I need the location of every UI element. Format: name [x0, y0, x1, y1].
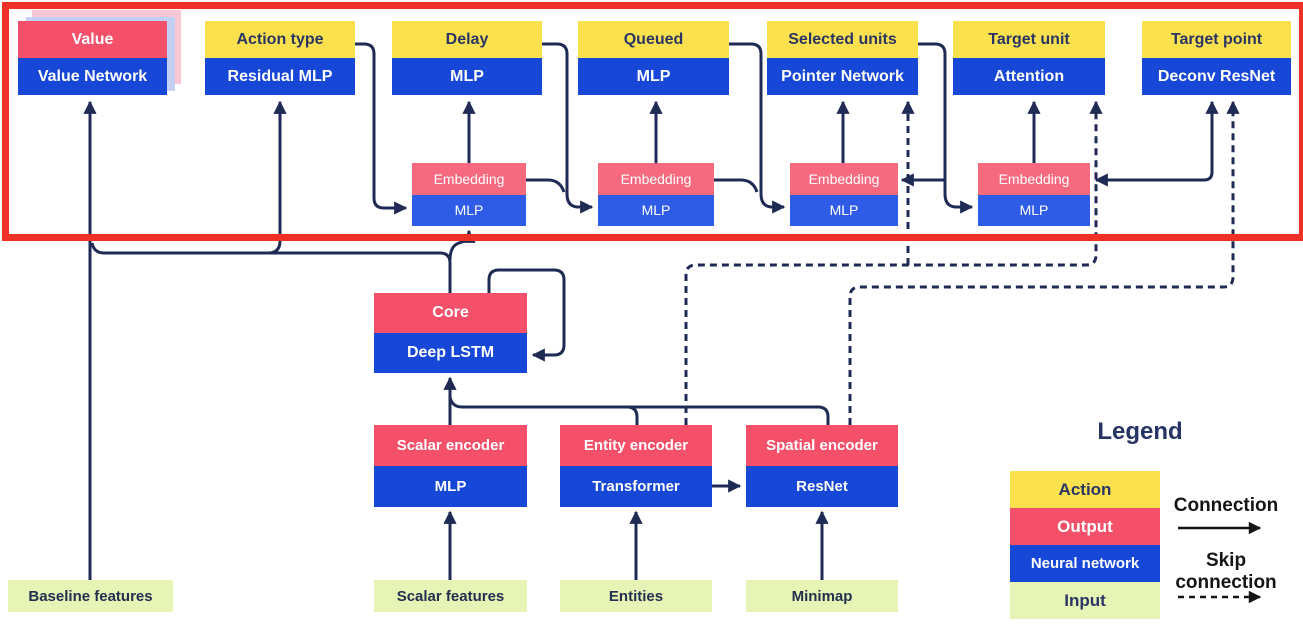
delay-label: Delay: [392, 21, 542, 58]
action-type-label: Action type: [205, 21, 355, 58]
scalar-encoder-label: Scalar encoder: [374, 425, 527, 466]
target-point-label: Target point: [1142, 21, 1291, 58]
queued-network-label: MLP: [578, 58, 729, 95]
queued-label: Queued: [578, 21, 729, 58]
legend-swatch-input: Input: [1010, 582, 1160, 619]
target-point-network-label: Deconv ResNet: [1142, 58, 1291, 95]
transformer-label: Transformer: [560, 466, 712, 507]
value-network-label: Value Network: [18, 58, 167, 95]
block-target-point: Target point Deconv ResNet: [1142, 21, 1291, 95]
action-type-network-label: Residual MLP: [205, 58, 355, 95]
target-unit-network-label: Attention: [953, 58, 1105, 95]
legend-swatch-neural-network: Neural network: [1010, 545, 1160, 582]
block-embedding-2: Embedding MLP: [598, 163, 714, 226]
embedding-2-label: Embedding: [598, 163, 714, 195]
delay-network-label: MLP: [392, 58, 542, 95]
block-queued: Queued MLP: [578, 21, 729, 95]
embedding-1-label: Embedding: [412, 163, 526, 195]
entity-encoder-label: Entity encoder: [560, 425, 712, 466]
core-label: Core: [374, 293, 527, 333]
input-minimap: Minimap: [746, 580, 898, 612]
block-selected-units: Selected units Pointer Network: [767, 21, 918, 95]
embedding-2-mlp-label: MLP: [598, 194, 714, 226]
block-value: Value Value Network: [18, 21, 167, 95]
input-entities: Entities: [560, 580, 712, 612]
block-core: Core Deep LSTM: [374, 293, 527, 373]
embedding-1-mlp-label: MLP: [412, 194, 526, 226]
block-embedding-1: Embedding MLP: [412, 163, 526, 226]
block-target-unit: Target unit Attention: [953, 21, 1105, 95]
legend-skip-connection-label: Skip connection: [1175, 550, 1277, 593]
scalar-encoder-mlp-label: MLP: [374, 466, 527, 507]
block-entity-encoder: Entity encoder Transformer: [560, 425, 712, 507]
target-unit-label: Target unit: [953, 21, 1105, 58]
embedding-3-mlp-label: MLP: [790, 194, 898, 226]
legend-title: Legend: [1097, 418, 1183, 445]
selected-units-label: Selected units: [767, 21, 918, 58]
embedding-3-label: Embedding: [790, 163, 898, 195]
selected-units-network-label: Pointer Network: [767, 58, 918, 95]
spatial-encoder-label: Spatial encoder: [746, 425, 898, 466]
block-action-type: Action type Residual MLP: [205, 21, 355, 95]
embedding-4-label: Embedding: [978, 163, 1090, 195]
resnet-label: ResNet: [746, 466, 898, 507]
deep-lstm-label: Deep LSTM: [374, 333, 527, 373]
block-delay: Delay MLP: [392, 21, 542, 95]
value-output-label: Value: [18, 21, 167, 58]
block-embedding-3: Embedding MLP: [790, 163, 898, 226]
embedding-4-mlp-label: MLP: [978, 194, 1090, 226]
block-scalar-encoder: Scalar encoder MLP: [374, 425, 527, 507]
input-baseline-features: Baseline features: [8, 580, 173, 612]
input-scalar-features: Scalar features: [374, 580, 527, 612]
block-spatial-encoder: Spatial encoder ResNet: [746, 425, 898, 507]
legend-swatch-output: Output: [1010, 508, 1160, 545]
legend-connection-label: Connection: [1173, 495, 1279, 516]
legend-swatch-action: Action: [1010, 471, 1160, 508]
block-embedding-4: Embedding MLP: [978, 163, 1090, 226]
